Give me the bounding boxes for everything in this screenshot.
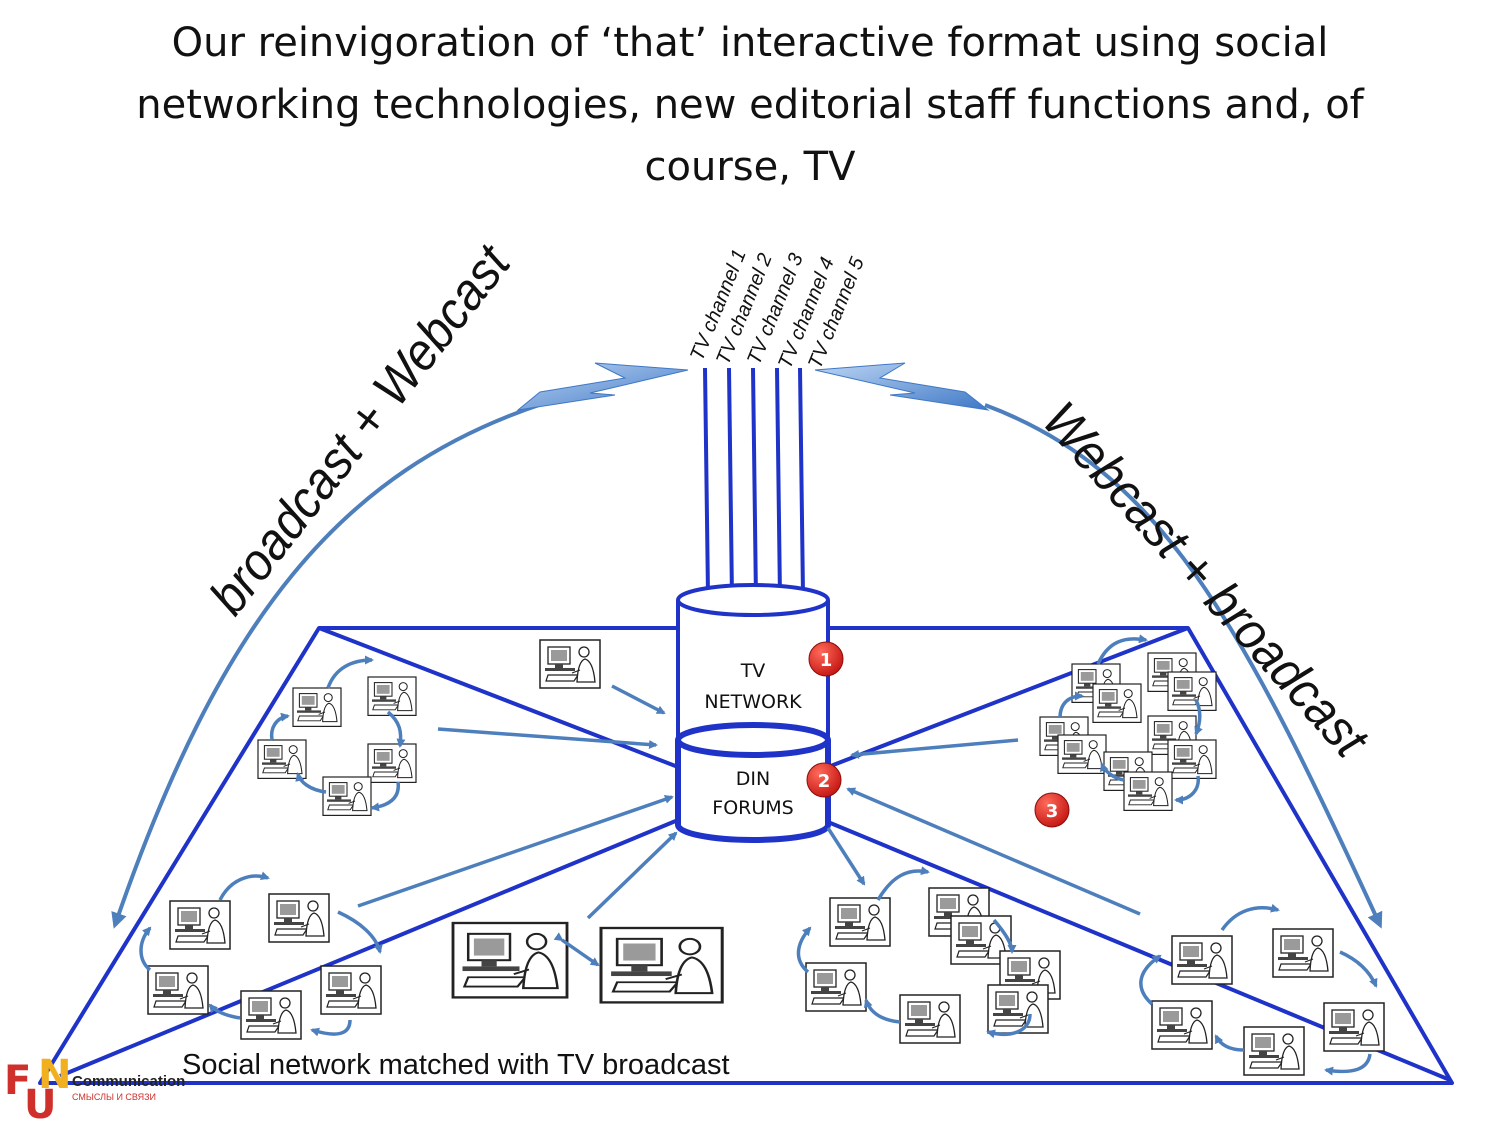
flow-arrows: [357, 684, 1141, 920]
tv-network-label-line2: NETWORK: [704, 691, 802, 713]
tv-channel-lines: [703, 367, 805, 601]
svg-text:2: 2: [818, 771, 831, 792]
broadcast-arcs: [111, 401, 1383, 929]
fnu-logo: F N U Communication СМЫСЛЫ И СВЯЗИ: [4, 1052, 185, 1125]
peer-arrows: [139, 634, 1378, 1076]
din-forums-label-line1: DIN: [736, 768, 770, 790]
svg-text:3: 3: [1046, 801, 1059, 822]
svg-text:СМЫСЛЫ И СВЯЗИ: СМЫСЛЫ И СВЯЗИ: [72, 1092, 156, 1102]
din-forums-database: DIN FORUMS: [675, 722, 831, 843]
badge-3: 3: [1034, 792, 1070, 828]
slide-title: Our reinvigoration of ‘that’ interactive…: [136, 20, 1364, 190]
badge-1: 1: [808, 641, 844, 677]
tv-network-database: TV NETWORK: [676, 583, 830, 757]
svg-text:1: 1: [820, 650, 833, 671]
svg-text:F: F: [4, 1058, 31, 1104]
right-lightning-icon: [814, 362, 990, 411]
right-arc-label: Webcast + broadcast: [1031, 391, 1380, 770]
svg-text:U: U: [24, 1082, 56, 1125]
diagram-caption: Social network matched with TV broadcast: [182, 1049, 730, 1081]
badge-2: 2: [806, 762, 842, 798]
tv-network-label-line1: TV: [740, 660, 766, 682]
din-forums-label-line2: FORUMS: [712, 797, 793, 819]
svg-text:N: N: [38, 1052, 71, 1098]
left-lightning-icon: [516, 362, 689, 411]
svg-text:Communication: Communication: [72, 1073, 185, 1090]
